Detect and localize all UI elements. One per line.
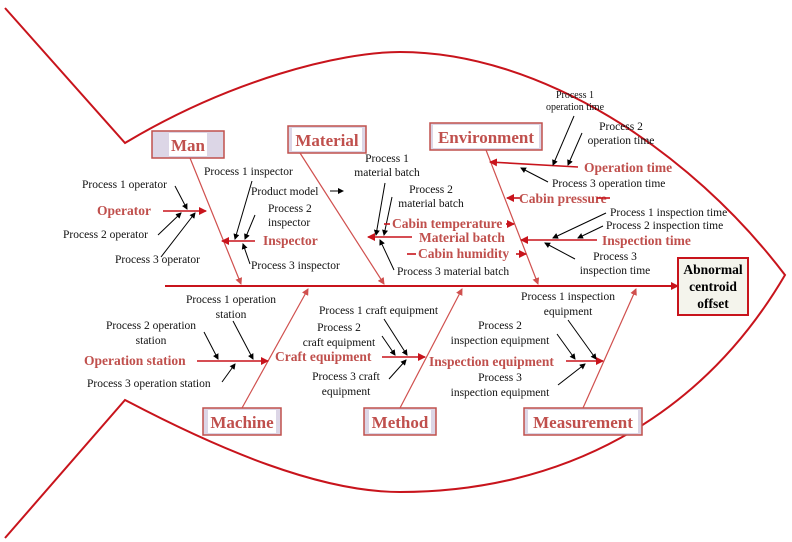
subcause-process3-craft-equipment-line2: equipment — [322, 386, 371, 398]
subcause-process2-craft-equipment-line2: craft equipment — [303, 337, 376, 349]
cause-cabin-temperature: Cabin temperature — [392, 216, 502, 231]
category-label-machine: Machine — [210, 413, 274, 432]
subcause-process2-inspector-line1: Process 2 — [268, 203, 312, 215]
effect-line-3: offset — [697, 296, 729, 311]
subcause-process3-material-batch: Process 3 material batch — [397, 266, 509, 278]
subcause-process1-inspection-equipment-line2: equipment — [544, 306, 593, 318]
subcause-process1-operation-time-line1: Process 1 — [556, 90, 594, 101]
subcause-process1-operation-station-line2: station — [216, 309, 247, 321]
cause-cabin-pressure: Cabin pressure — [519, 191, 607, 206]
cause-inspection-time: Inspection time — [602, 233, 691, 248]
subcause-process3-operation-time: Process 3 operation time — [552, 178, 665, 190]
cause-operation-station: Operation station — [84, 353, 186, 368]
subcause-process3-craft-equipment-line1: Process 3 craft — [312, 371, 381, 383]
subcause-process2-inspection-time: Process 2 inspection time — [606, 220, 723, 232]
cause-cabin-humidity: Cabin humidity — [418, 246, 509, 261]
product-model-label: Product model — [251, 186, 318, 198]
category-environment: Environment Operation time Process 1 ope… — [384, 90, 727, 285]
subcause-process2-material-batch-line2: material batch — [398, 198, 464, 210]
cause-material-batch: Material batch — [419, 230, 505, 245]
subcause-process3-operator: Process 3 operator — [115, 254, 200, 266]
cause-inspector: Inspector — [263, 233, 318, 248]
subcause-process1-inspection-equipment-line1: Process 1 inspection — [521, 291, 615, 303]
effect-line-1: Abnormal — [683, 262, 743, 277]
effect-box: Abnormal centroid offset — [677, 257, 749, 316]
subcause-process2-operator: Process 2 operator — [63, 229, 148, 241]
subcause-process1-inspector: Process 1 inspector — [204, 166, 293, 178]
subcause-process2-operation-station-line2: station — [136, 335, 167, 347]
subcause-process1-operation-time-line2: operation time — [546, 102, 605, 113]
cause-operation-time: Operation time — [584, 160, 672, 175]
category-label-method: Method — [372, 413, 429, 432]
category-man: Man Operator Process 1 operator Process … — [63, 130, 340, 285]
cause-craft-equipment: Craft equipment — [275, 349, 372, 364]
subcause-process1-operation-station-line1: Process 1 operation — [186, 294, 276, 306]
fish-outline — [4, 7, 787, 539]
category-label-material: Material — [295, 131, 359, 150]
subcause-process3-inspection-equipment-line1: Process 3 — [478, 372, 522, 384]
category-method: Method Craft equipment Process 1 craft e… — [275, 288, 463, 436]
effect-line-2: centroid — [689, 279, 737, 294]
category-machine: Machine Operation station Process 1 oper… — [84, 288, 309, 436]
category-material: Material Product model Material batch Pr… — [251, 125, 509, 285]
subcause-process2-inspector-line2: inspector — [268, 217, 310, 229]
category-label-environment: Environment — [438, 128, 534, 147]
subcause-process1-craft-equipment: Process 1 craft equipment — [319, 305, 439, 317]
subcause-process1-material-batch-line1: Process 1 — [365, 153, 409, 165]
subcause-process2-craft-equipment-line1: Process 2 — [317, 322, 361, 334]
subcause-process2-operation-time-line1: Process 2 — [599, 121, 643, 133]
subcause-process1-material-batch-line2: material batch — [354, 167, 420, 179]
subcause-process2-inspection-equipment-line1: Process 2 — [478, 320, 522, 332]
category-label-measurement: Measurement — [533, 413, 633, 432]
subcause-process1-inspection-time: Process 1 inspection time — [610, 207, 727, 219]
subcause-process2-inspection-equipment-line2: inspection equipment — [451, 335, 550, 347]
subcause-process2-operation-time-line2: operation time — [588, 135, 655, 147]
cause-inspection-equipment: Inspection equipment — [429, 354, 554, 369]
category-measurement: Measurement Inspection equipment Process… — [429, 288, 643, 436]
subcause-process2-operation-station-line1: Process 2 operation — [106, 320, 196, 332]
cause-operator: Operator — [97, 203, 151, 218]
subcause-process2-material-batch-line1: Process 2 — [409, 184, 453, 196]
subcause-process3-inspection-time-line2: inspection time — [580, 265, 651, 277]
subcause-process3-inspector: Process 3 inspector — [251, 260, 340, 272]
subcause-process3-operation-station: Process 3 operation station — [87, 378, 211, 390]
subcause-process3-inspection-equipment-line2: inspection equipment — [451, 387, 550, 399]
subcause-process1-operator: Process 1 operator — [82, 179, 167, 191]
subcause-process3-inspection-time-line1: Process 3 — [593, 251, 637, 263]
category-label-man: Man — [171, 136, 206, 155]
